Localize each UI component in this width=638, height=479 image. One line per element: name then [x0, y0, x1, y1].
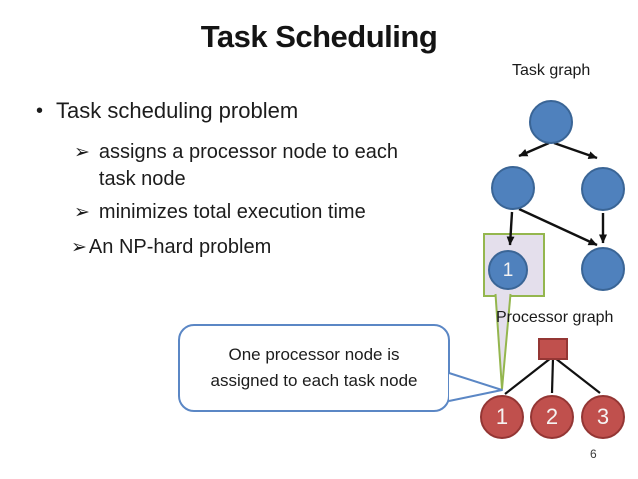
task-graph-label: Task graph — [512, 62, 591, 79]
task-edge-left-node1 — [506, 211, 515, 246]
bullet-marker: • — [36, 100, 44, 122]
task-node-bottom-right — [581, 247, 625, 291]
bullet-item-main: • Task scheduling problem — [36, 97, 298, 125]
processor-node-1-label: 1 — [495, 404, 509, 429]
bullet-text: An NP-hard problem — [88, 236, 272, 258]
page-title: Task Scheduling — [200, 19, 438, 54]
bullet-main-text: Task scheduling problem — [56, 98, 299, 123]
processor-node-1: 1 — [480, 395, 524, 439]
task-node-root — [529, 100, 573, 144]
processor-edge-3 — [554, 357, 601, 394]
processor-edge-2 — [550, 357, 555, 394]
processor-graph-label: Processor graph — [496, 309, 614, 326]
arrowhead-marker-icon: ➢ — [74, 142, 90, 163]
processor-node-2: 2 — [530, 395, 574, 439]
task-node-1-label: 1 — [502, 259, 514, 281]
processor-node-2-label: 2 — [545, 404, 559, 429]
bullet-text: minimizes total execution time — [98, 201, 366, 223]
processor-root-node — [538, 338, 568, 360]
processor-edge-1 — [504, 357, 552, 395]
callout-line-1: One processor node is — [228, 345, 400, 364]
processor-node-3-label: 3 — [596, 404, 610, 429]
task-node-mid-left — [491, 166, 535, 210]
arrowhead-marker-icon: ➢ — [74, 202, 90, 223]
callout-line-2: assigned to each task node — [210, 371, 418, 390]
task-edge-root-left — [518, 141, 550, 158]
bullet-item-minimizes: ➢ minimizes total execution time — [74, 199, 366, 226]
task-node-mid-right — [581, 167, 625, 211]
callout-bubble-tail — [448, 372, 503, 402]
callout-bubble: One processor node is assigned to each t… — [178, 324, 450, 412]
task-edge-left-bottomright — [518, 207, 598, 247]
page-number: 6 — [590, 447, 597, 461]
arrowhead-marker-icon: ➢ — [71, 237, 87, 258]
bullet-item-np-hard: ➢ An NP-hard problem — [71, 234, 271, 261]
task-node-1: 1 — [488, 250, 528, 290]
processor-node-3: 3 — [581, 395, 625, 439]
task-edge-root-right — [553, 141, 598, 160]
